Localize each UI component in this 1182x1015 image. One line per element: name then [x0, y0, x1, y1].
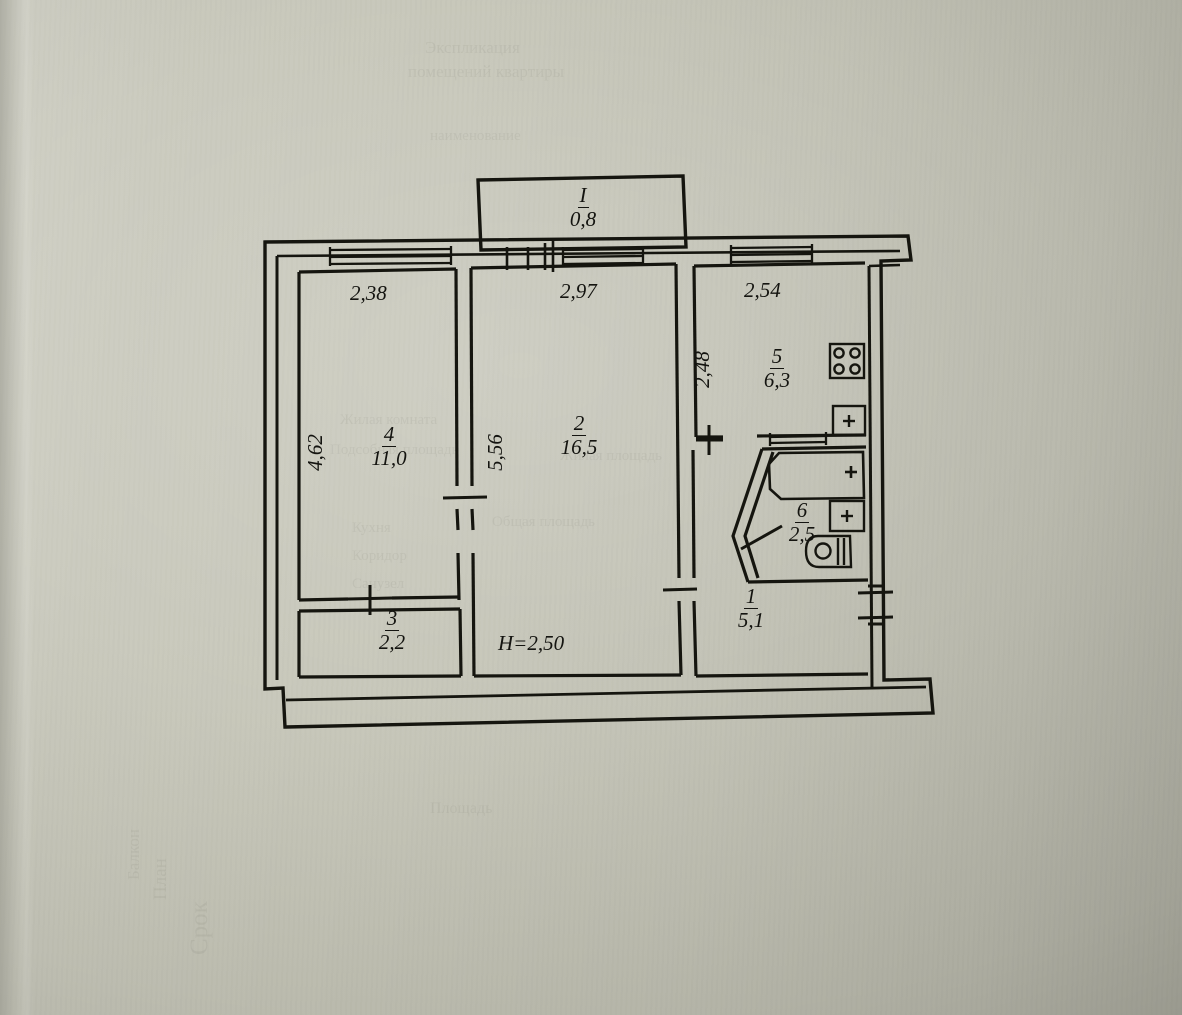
bathroom-sink-icon: [828, 499, 866, 533]
room-label-balcony: I 0,8: [557, 183, 609, 232]
outer-wall-envelope: [263, 234, 935, 729]
room-4-bedroom-walls: [297, 267, 461, 602]
room-number: 2: [571, 411, 587, 437]
door-kitchen: [696, 425, 723, 455]
balcony-door-frame: [505, 240, 555, 272]
room-label-hallway: 1 5,1: [728, 584, 774, 633]
dimension-bedroom-width: 2,38: [350, 281, 387, 305]
room-label-kitchen: 5 6,3: [752, 344, 802, 393]
dimension-kitchen-height: 2,48: [689, 351, 714, 388]
ceiling-height-note: H=2,50: [498, 631, 565, 655]
room-label-bedroom: 4 11,0: [358, 422, 420, 471]
room-area: 0,8: [569, 207, 597, 232]
window-bedroom: [328, 246, 453, 266]
room-number: I: [577, 183, 589, 209]
room-number: 6: [794, 498, 810, 524]
room-balcony-outline: [476, 174, 688, 252]
room-2-living-walls: [469, 262, 683, 678]
entrance-recess: [868, 584, 884, 626]
toilet-icon: [804, 534, 853, 569]
entrance-door: [857, 590, 894, 620]
window-living: [561, 246, 645, 266]
window-bathroom-partition: [768, 432, 828, 446]
door-bedroom: [442, 495, 488, 500]
room-number: 4: [381, 422, 397, 448]
room-label-living: 2 16,5: [548, 411, 610, 460]
door-bathroom: [740, 524, 783, 551]
room-area: 5,1: [737, 608, 765, 633]
dimension-kitchen-width: 2,54: [744, 278, 781, 302]
room-6-bathroom-walls: [731, 445, 869, 584]
window-kitchen: [729, 244, 814, 264]
room-area: 2,2: [378, 630, 406, 655]
kitchen-sink-icon: [831, 404, 867, 437]
room-area: 2,5: [788, 522, 816, 547]
stove-icon: [828, 342, 866, 380]
paper-left-edge-shadow: [0, 0, 34, 1015]
room-3-closet-walls: [297, 607, 463, 679]
room-label-closet: 3 2,2: [369, 606, 415, 655]
dimension-living-height: 5,56: [482, 434, 507, 471]
room-label-bathroom: 6 2,5: [779, 498, 825, 547]
bathtub-icon: [767, 450, 866, 501]
dimension-living-width: 2,97: [560, 279, 597, 303]
dimension-bedroom-height: 4,62: [302, 434, 327, 471]
door-closet: [347, 585, 393, 615]
room-number: 1: [743, 584, 759, 610]
room-area: 6,3: [763, 368, 791, 393]
room-number: 3: [384, 606, 400, 632]
room-area: 11,0: [371, 446, 407, 471]
door-living: [662, 587, 698, 592]
room-1-hallway-walls: [691, 449, 869, 678]
room-area: 16,5: [560, 435, 598, 460]
room-number: 5: [769, 344, 785, 370]
